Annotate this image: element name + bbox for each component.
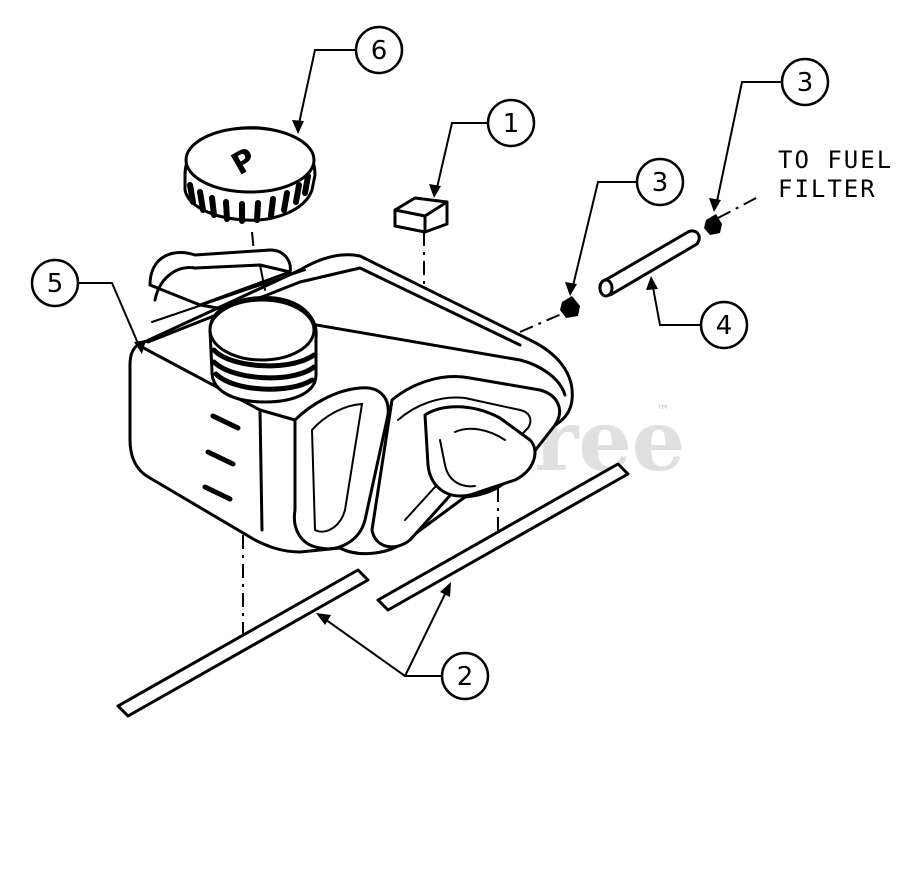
callout-3-right: 3 xyxy=(780,57,830,107)
hose-centerline-a xyxy=(519,311,567,333)
strip-right xyxy=(376,462,630,612)
callout-1: 1 xyxy=(486,98,536,148)
callout-4: 4 xyxy=(699,300,749,350)
fuel-cap: P xyxy=(183,126,317,224)
fuel-filter-label-line1: TO FUEL xyxy=(778,146,893,174)
fuel-hose xyxy=(598,229,701,298)
svg-text:6: 6 xyxy=(371,36,388,66)
watermark-tm: ™ xyxy=(656,403,670,419)
callout-3-left: 3 xyxy=(635,157,685,207)
svg-text:5: 5 xyxy=(47,269,64,299)
fitting-right xyxy=(704,214,722,235)
callout-5: 5 xyxy=(30,258,80,308)
svg-text:1: 1 xyxy=(503,109,520,139)
fuel-tank xyxy=(128,248,574,556)
svg-text:3: 3 xyxy=(797,68,814,98)
part-1-block xyxy=(393,196,449,234)
fitting-left xyxy=(560,296,580,318)
callout-2: 2 xyxy=(440,651,490,701)
svg-text:4: 4 xyxy=(716,311,733,341)
strip-left xyxy=(116,568,370,718)
callout-6: 6 xyxy=(354,25,404,75)
hose-centerline-b xyxy=(717,195,761,219)
fuel-filter-label-line2: FILTER xyxy=(778,175,877,203)
svg-text:3: 3 xyxy=(652,168,669,198)
svg-text:2: 2 xyxy=(457,662,474,692)
